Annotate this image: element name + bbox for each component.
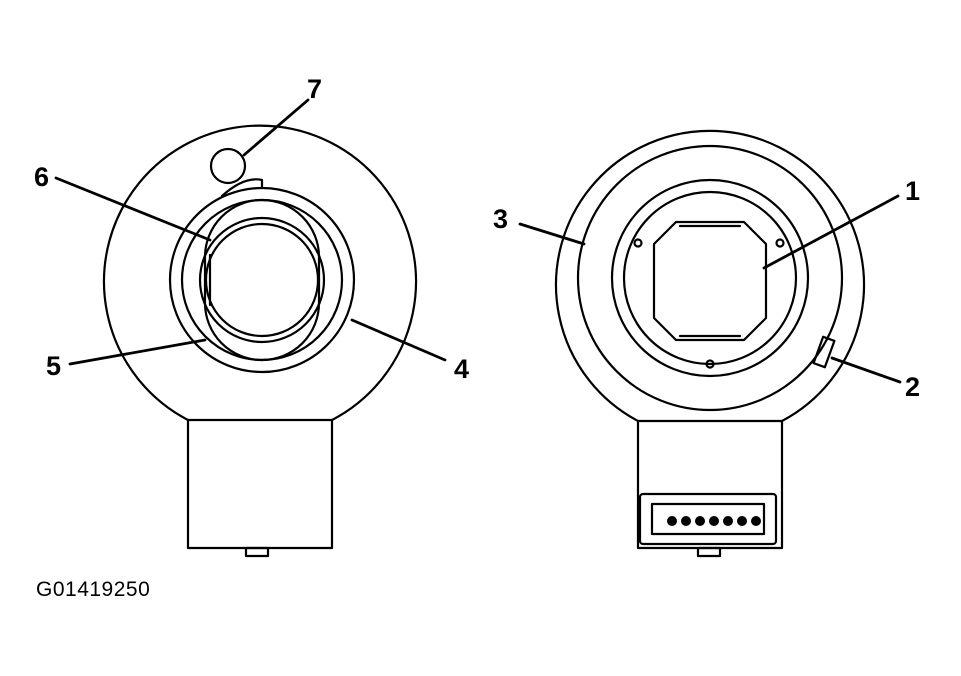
right-locating-dot-right	[775, 238, 785, 248]
connector-pin	[695, 516, 705, 526]
leader-lines	[54, 98, 902, 384]
right-connector-window	[638, 492, 778, 546]
right-housing-outline	[554, 129, 866, 550]
callout-1: 1	[905, 176, 920, 206]
leader-2	[830, 356, 902, 384]
connector-pin	[667, 516, 677, 526]
right-side-tab	[812, 335, 836, 369]
left-inner-ring	[198, 216, 326, 344]
right-inner-ring	[622, 190, 798, 366]
connector-pin	[737, 516, 747, 526]
connector-pin	[723, 516, 733, 526]
figure-id: G01419250	[36, 578, 151, 601]
callout-4: 4	[454, 354, 469, 384]
left-ring-notch	[220, 178, 264, 198]
right-middle-ring	[610, 178, 810, 378]
connector-pin	[709, 516, 719, 526]
callout-6: 6	[34, 162, 49, 192]
leader-1	[762, 194, 900, 270]
right-connector-pins	[667, 516, 761, 526]
right-outer-ring	[576, 144, 844, 412]
left-outer-ring	[168, 186, 356, 374]
left-alignment-hole	[209, 147, 247, 185]
leader-3	[518, 222, 586, 246]
leader-5	[68, 338, 207, 366]
callout-2: 2	[905, 372, 920, 402]
right-locating-dot-bottom	[705, 359, 715, 369]
callout-5: 5	[46, 351, 61, 381]
callout-7: 7	[307, 74, 322, 104]
right-locating-dot-left	[633, 238, 643, 248]
left-shaft-double-d	[203, 198, 321, 362]
left-bore-ring	[204, 222, 320, 338]
connector-pin	[751, 516, 761, 526]
connector-pin	[681, 516, 691, 526]
leader-6	[54, 176, 212, 242]
right-sensor-view	[554, 129, 866, 558]
leader-4	[350, 318, 447, 362]
right-connector-tab	[696, 546, 722, 558]
left-connector-tab	[244, 546, 270, 558]
left-sensor-view	[102, 124, 418, 558]
leader-7	[242, 98, 310, 157]
callout-3: 3	[493, 204, 508, 234]
right-connector-window-inner	[650, 502, 766, 536]
right-square-bore	[652, 220, 768, 342]
